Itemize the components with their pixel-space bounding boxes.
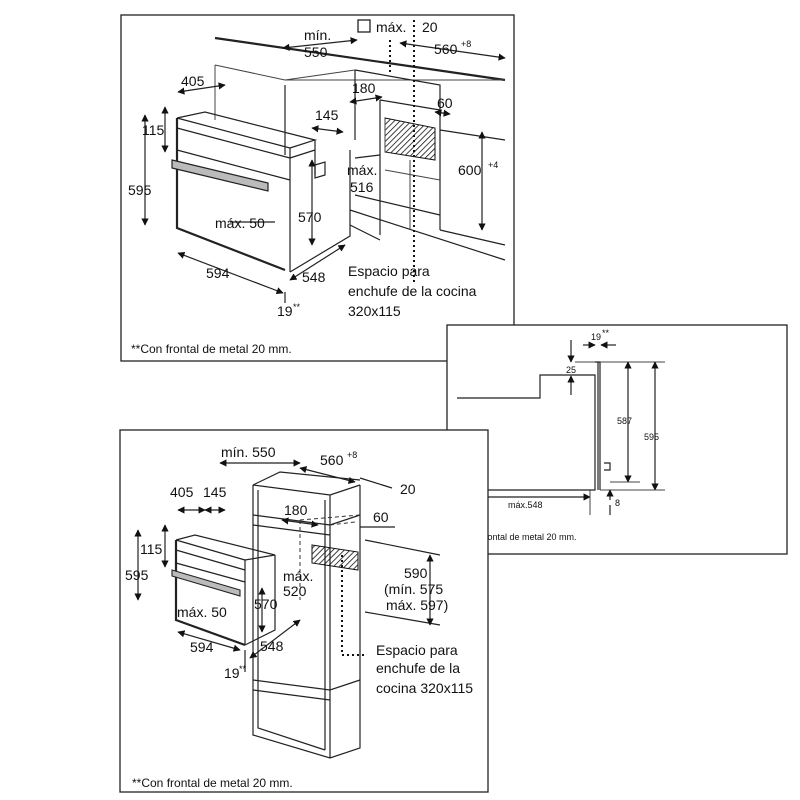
panel-top: mín. 550 máx. 20 560 +8 405 115 595 145 …: [120, 14, 515, 362]
label-180: 180: [352, 80, 376, 96]
max-square-icon: [357, 19, 371, 33]
label-600-tol: +4: [488, 160, 498, 170]
b-label-405: 405: [170, 484, 194, 500]
label-socket-3: 320x115: [348, 303, 401, 319]
label-min: mín.: [304, 27, 331, 43]
label-19: 19: [277, 303, 293, 319]
dim-548-bottom: [249, 619, 301, 659]
dim-590-top: [364, 539, 441, 556]
footnote-top: **Con frontal de metal 20 mm.: [131, 342, 292, 356]
side-label-19-mark: **: [602, 328, 610, 338]
label-socket-2: enchufe de la cocina: [348, 283, 477, 299]
b-label-115: 115: [140, 541, 163, 557]
label-560-tol: +8: [461, 39, 471, 49]
side-label-595: 595: [644, 432, 659, 442]
cabinet-inner: [257, 490, 326, 751]
dim-min-550: [282, 37, 358, 51]
dim-60: [434, 109, 451, 117]
b-label-595: 595: [125, 567, 149, 583]
dim-548: [289, 244, 346, 281]
b-label-594: 594: [190, 639, 214, 655]
side-label-8: 8: [615, 498, 620, 508]
b-label-520: 520: [283, 583, 307, 599]
label-60: 60: [437, 95, 453, 111]
b-label-560-tol: +8: [347, 450, 357, 460]
side-label-548: máx.548: [508, 500, 543, 510]
niche-lines: [349, 129, 506, 261]
dim-405: [177, 82, 226, 95]
label-560: 560: [434, 41, 458, 57]
side-oven-profile: [457, 374, 596, 491]
socket-dotted-line-bottom: [341, 555, 365, 656]
label-548: 548: [302, 269, 326, 285]
socket-box-lines: [384, 118, 441, 230]
oven-handle: [171, 159, 269, 192]
label-20: 20: [422, 19, 438, 35]
oven-handle-bottom: [171, 569, 241, 597]
b-label-socket-1: Espacio para: [376, 642, 458, 658]
b-label-max597: máx. 597): [386, 597, 448, 613]
b-label-min575: (mín. 575: [384, 581, 443, 597]
dim-594: [177, 251, 284, 295]
label-600: 600: [458, 162, 482, 178]
label-145: 145: [315, 107, 339, 123]
label-115: 115: [142, 122, 165, 138]
panel-bottom: mín. 550 560 +8 20 405 145 180 60 115 59…: [119, 429, 489, 793]
b-label-570: 570: [254, 596, 278, 612]
dim-180: [349, 94, 383, 105]
label-550: 550: [304, 44, 328, 60]
b-label-19: 19: [224, 665, 240, 681]
dim-516-leader: [354, 154, 381, 159]
b-label-60: 60: [373, 509, 389, 525]
side-label-587: 587: [617, 416, 632, 426]
label-570: 570: [298, 209, 322, 225]
side-label-25: 25: [566, 365, 576, 375]
b-label-590: 590: [404, 565, 428, 581]
b-label-180: 180: [284, 502, 308, 518]
side-foot: [604, 462, 611, 471]
label-405: 405: [181, 73, 205, 89]
side-label-19: 19: [591, 332, 601, 342]
dim-560-bottom: [299, 466, 356, 484]
label-19-mark: **: [293, 302, 301, 312]
b-label-min550: mín. 550: [221, 444, 276, 460]
footnote-side: **Con frontal de metal 20 mm.: [456, 532, 577, 542]
b-label-max50: máx. 50: [177, 604, 227, 620]
label-max50: máx. 50: [215, 215, 265, 231]
label-max-2: máx.: [347, 162, 377, 178]
dim-594-bottom: [177, 630, 241, 652]
label-595: 595: [128, 182, 152, 198]
panel-side-frame: [446, 324, 788, 555]
b-label-20: 20: [400, 481, 416, 497]
footnote-bottom: **Con frontal de metal 20 mm.: [132, 776, 293, 790]
b-label-560: 560: [320, 452, 344, 468]
worktop-side: [214, 64, 286, 81]
dim-560: [399, 40, 506, 61]
niche-outline: [284, 69, 441, 235]
b-label-max: máx.: [283, 568, 313, 584]
b-label-socket-2: enchufe de la: [376, 660, 460, 676]
label-max: máx.: [376, 19, 406, 35]
b-label-19-mark: **: [239, 664, 247, 674]
dim-20-bottom: [359, 477, 393, 489]
label-594: 594: [206, 265, 230, 281]
oven-top-side: [176, 111, 351, 273]
panel-top-frame: [120, 14, 515, 362]
b-label-socket-3: cocina 320x115: [376, 680, 473, 696]
label-socket-1: Espacio para: [348, 263, 430, 279]
worktop-edge: [214, 36, 506, 82]
b-label-548: 548: [260, 638, 284, 654]
b-label-145: 145: [203, 484, 227, 500]
socket-hatch-area-bottom: [311, 544, 359, 571]
panel-side: 19 ** 25 587 595 máx.548 8 **Con frontal…: [446, 324, 788, 555]
dim-145: [311, 125, 344, 135]
label-516: 516: [350, 179, 374, 195]
dim-180-bottom: [281, 517, 319, 528]
